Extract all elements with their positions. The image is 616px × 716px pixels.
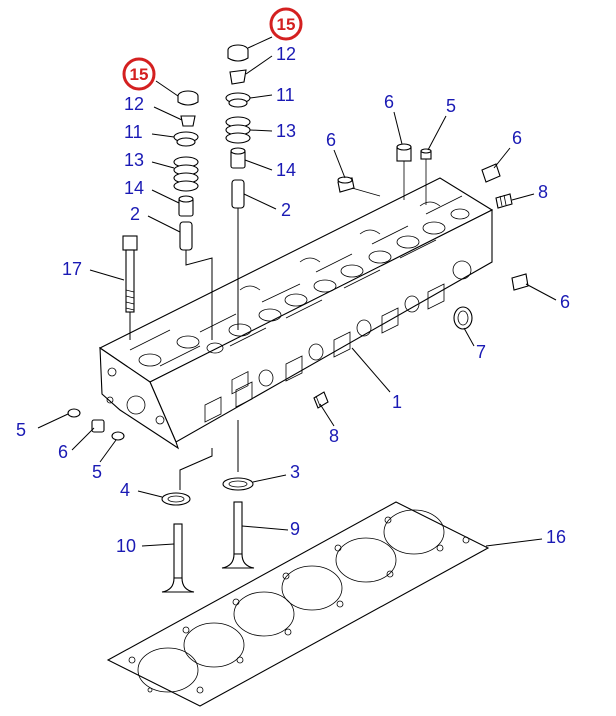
red-circle-icon (269, 7, 303, 41)
callout-7: 7 (476, 342, 486, 362)
callout-5: 5 (16, 420, 26, 440)
head-gasket (106, 501, 490, 707)
callout-8: 8 (538, 182, 548, 202)
left-valve-stack (173, 90, 213, 340)
callout-3: 3 (290, 462, 300, 482)
callout-11: 11 (124, 122, 143, 142)
callout-16: 16 (546, 527, 566, 547)
callout-2: 2 (130, 204, 140, 224)
callout-9: 9 (290, 519, 300, 539)
callout-4: 4 (120, 480, 130, 500)
red-circle-icon (122, 57, 156, 91)
callout-5: 5 (446, 96, 456, 116)
callout-13: 13 (124, 150, 144, 170)
callout-8: 8 (329, 426, 339, 446)
callout-12: 12 (124, 94, 144, 114)
callout-2: 2 (281, 200, 291, 220)
callout-5: 5 (92, 462, 102, 482)
callout-6: 6 (326, 130, 336, 150)
callout-15: 15 (277, 15, 296, 34)
callout-10: 10 (116, 536, 136, 556)
callout-labels: 15 15 12 12 11 11 13 13 14 14 2 2 17 6 6… (16, 15, 570, 556)
highlight-rings (122, 7, 303, 91)
callout-15: 15 (130, 65, 149, 84)
head-bolt (122, 235, 138, 340)
callout-12: 12 (276, 44, 296, 64)
callout-14: 14 (276, 160, 296, 180)
center-valve-stack (225, 44, 251, 330)
callout-6: 6 (560, 292, 570, 312)
callout-14: 14 (124, 178, 144, 198)
valves (161, 420, 255, 593)
callout-6: 6 (512, 128, 522, 148)
callout-6: 6 (384, 92, 394, 112)
small-parts (67, 143, 529, 441)
head-top-details (129, 195, 470, 367)
cylinder-head (98, 177, 494, 450)
callout-17: 17 (62, 259, 82, 279)
callout-1: 1 (392, 392, 402, 412)
callout-11: 11 (276, 85, 295, 105)
leader-lines (37, 36, 557, 547)
callout-6: 6 (58, 442, 68, 462)
callout-13: 13 (276, 121, 296, 141)
ports (126, 260, 472, 423)
